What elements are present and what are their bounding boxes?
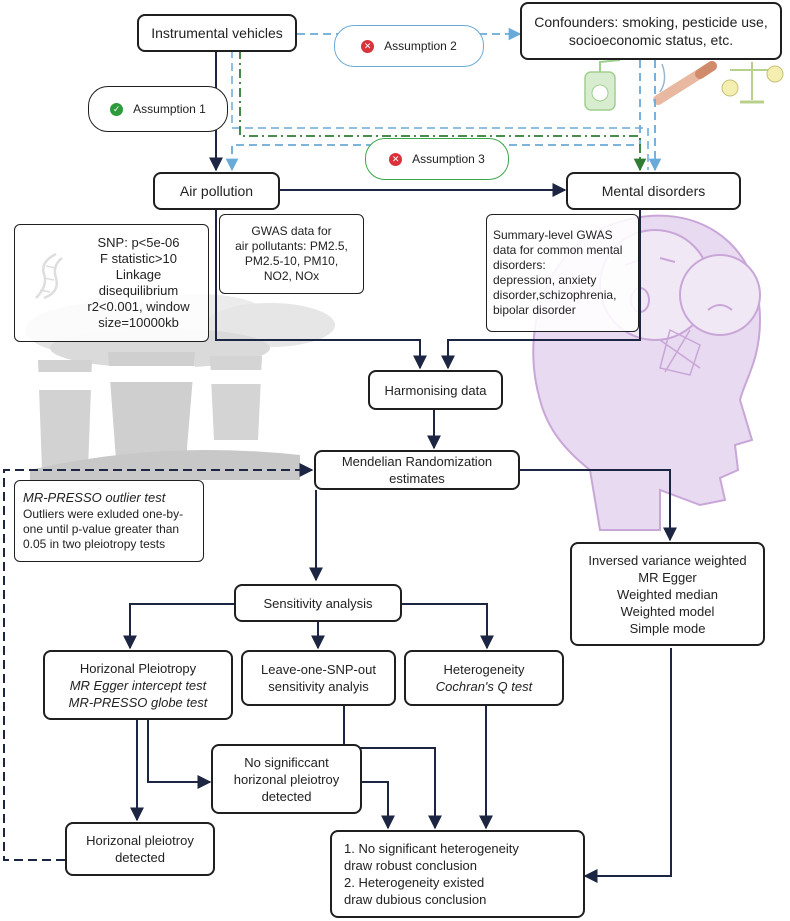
mr-presso-line-2: one until p-value greater than: [23, 522, 180, 536]
cross-icon: ✕: [361, 39, 375, 53]
conclusion-line-4: draw dubious conclusion: [344, 892, 487, 907]
harmonising-label: Harmonising data: [384, 382, 487, 398]
gwas-air-line-3: PM2.5-10, PM10,: [244, 254, 339, 268]
snp-line-1: SNP: p<5e-06: [97, 235, 180, 250]
no-significant-line-3: detected: [261, 788, 312, 804]
heterogeneity-title: Heterogeneity: [443, 662, 525, 677]
cochran-q-test: Cochran's Q test: [435, 679, 533, 694]
conclusion-line-1: 1. No significant heterogeneity: [344, 841, 519, 856]
check-icon: ✓: [110, 102, 124, 116]
gwas-air-line-2: air pollutants: PM2.5,: [235, 239, 348, 253]
heterogeneity-box: Heterogeneity Cochran's Q test: [404, 650, 564, 706]
scale-icon: [721, 62, 784, 104]
snp-line-3: Linkage: [115, 267, 162, 282]
snp-line-6: size=10000kb: [98, 315, 179, 330]
leave-one-line-1: Leave-one-SNP-out: [261, 662, 376, 677]
assumption-1-pill: ✓ Assumption 1: [88, 86, 228, 132]
confounders-line-1: Confounders: smoking, pesticide use,: [534, 14, 768, 30]
sensitivity-analysis-box: Sensitivity analysis: [234, 584, 402, 622]
method-weighted-median: Weighted median: [617, 586, 718, 602]
confounders-box: Confounders: smoking, pesticide use, soc…: [520, 2, 782, 60]
gwas-air-line-1: GWAS data for: [251, 224, 332, 238]
pleiotropy-detected-line-2: detected: [115, 850, 165, 865]
gwas-mental-line-5: disorder,schizophrenia,: [493, 288, 617, 302]
mr-presso-globe-test: MR-PRESSO globe test: [68, 694, 208, 710]
no-significant-line-2: horizonal pleiotroy: [233, 771, 340, 787]
gwas-mental-line-3: disorders:: [493, 258, 546, 272]
mr-estimates-box: Mendelian Randomization estimates: [314, 450, 520, 490]
conclusion-line-3: 2. Heterogeneity existed: [344, 875, 485, 890]
harmonising-box: Harmonising data: [368, 370, 503, 410]
mr-methods-box: Inversed variance weighted MR Egger Weig…: [570, 542, 765, 646]
horizontal-pleiotropy-title: Horizonal Pleiotropy: [79, 660, 197, 676]
leave-one-line-2: sensitivity analyis: [268, 679, 369, 694]
air-pollution-label: Air pollution: [179, 183, 254, 199]
gwas-air-line-4: NO2, NOx: [263, 269, 320, 283]
conclusion-box: 1. No significant heterogeneity draw rob…: [330, 830, 585, 918]
instrumental-vehicles-box: Instrumental vehicles: [137, 14, 297, 52]
gwas-mental-line-6: bipolar disorder: [493, 303, 576, 317]
pleiotropy-detected-box: Horizonal pleiotroy detected: [65, 822, 215, 876]
leave-one-out-box: Leave-one-SNP-out sensitivity analyis: [241, 650, 396, 706]
method-ivw: Inversed variance weighted: [588, 552, 747, 568]
assumption-3-label: Assumption 3: [412, 152, 485, 166]
mr-estimates-label: Mendelian Randomization estimates: [341, 454, 493, 486]
no-significant-pleiotropy-box: No significcant horizonal pleiotroy dete…: [211, 744, 362, 814]
assumption-3-pill: ✕ Assumption 3: [365, 138, 509, 180]
snp-line-2: F statistic>10: [100, 251, 177, 266]
instrumental-vehicles-label: Instrumental vehicles: [151, 25, 283, 41]
sensitivity-analysis-label: Sensitivity analysis: [263, 595, 373, 611]
pleiotropy-detected-line-1: Horizonal pleiotroy: [86, 833, 194, 848]
method-simple-mode: Simple mode: [629, 620, 706, 636]
mental-disorders-label: Mental disorders: [601, 183, 706, 199]
snp-criteria-box: SNP: p<5e-06 F statistic>10 Linkage dise…: [14, 224, 209, 342]
method-mr-egger: MR Egger: [638, 569, 697, 585]
gwas-mental-line-2: data for common mental: [493, 243, 623, 257]
gwas-mental-line-4: depression, anxiety: [493, 273, 597, 287]
horizontal-pleiotropy-box: Horizonal Pleiotropy MR Egger intercept …: [43, 650, 233, 720]
mr-presso-line-1: Outliers were exluded one-by-: [23, 507, 184, 521]
mr-presso-line-3: 0.05 in two pleiotropy tests: [23, 537, 166, 551]
mental-disorders-box: Mental disorders: [566, 172, 741, 210]
snp-line-5: r2<0.001, window: [87, 299, 190, 314]
cigarette-icon: [653, 61, 717, 105]
snp-line-4: disequilibrium: [98, 283, 179, 298]
confounders-line-2: socioeconomic status, etc.: [568, 32, 734, 48]
assumption-1-label: Assumption 1: [133, 102, 206, 116]
no-significant-line-1: No significcant: [244, 754, 329, 770]
assumption-2-pill: ✕ Assumption 2: [334, 25, 484, 67]
assumption-2-label: Assumption 2: [384, 39, 457, 53]
gwas-mental-box: Summary-level GWAS data for common menta…: [486, 214, 639, 332]
mr-egger-intercept-test: MR Egger intercept test: [69, 677, 207, 693]
method-weighted-model: Weighted model: [620, 603, 715, 619]
cross-icon: ✕: [389, 152, 403, 166]
mr-presso-box: MR-PRESSO outlier test Outliers were exl…: [14, 480, 204, 562]
air-pollution-box: Air pollution: [153, 172, 280, 210]
flow-arrows: [3, 50, 677, 883]
mr-presso-title: MR-PRESSO outlier test: [23, 490, 166, 505]
gwas-air-box: GWAS data for air pollutants: PM2.5, PM2…: [219, 214, 364, 294]
conclusion-line-2: draw robust conclusion: [344, 858, 477, 873]
gwas-mental-line-1: Summary-level GWAS: [493, 228, 613, 242]
sprayer-icon: [584, 59, 621, 111]
